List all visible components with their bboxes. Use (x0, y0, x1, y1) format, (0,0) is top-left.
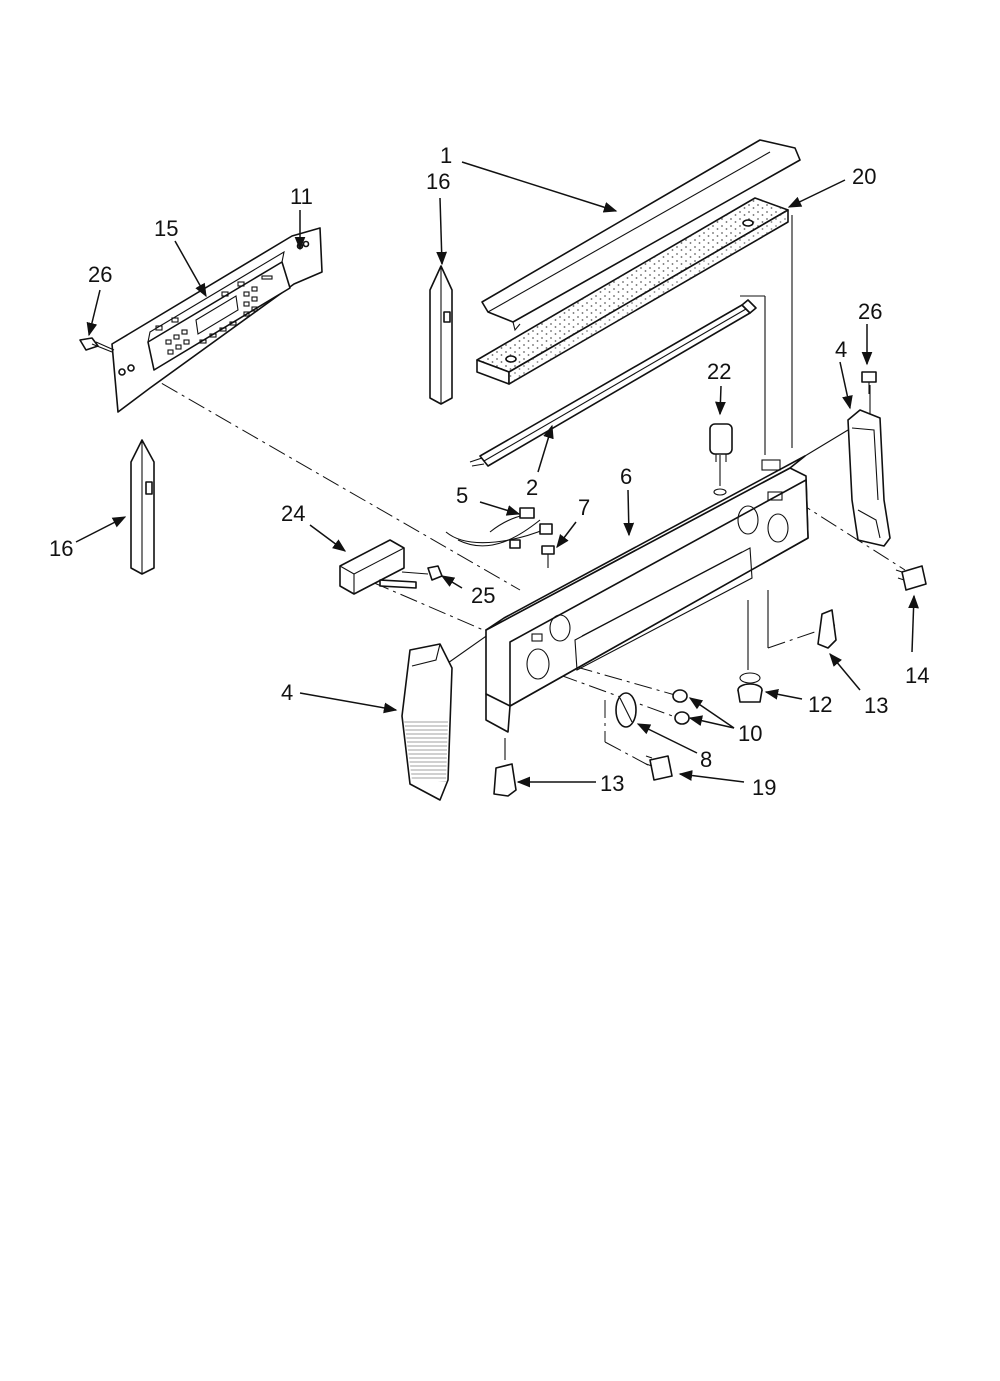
callout-4-right: 4 (835, 337, 847, 362)
wire-harness-part (445, 507, 553, 549)
knob-screw-part (401, 565, 443, 581)
callout-25: 25 (471, 583, 495, 608)
callout-15: 15 (154, 216, 178, 241)
callout-16-upper: 16 (426, 169, 450, 194)
callout-11: 11 (290, 184, 313, 209)
callout-13-left: 13 (600, 771, 624, 796)
side-strip-upper-part (429, 265, 453, 405)
part-callouts: 1 16 20 11 15 26 26 4 22 6 5 2 7 24 16 2… (49, 143, 929, 800)
callout-5: 5 (456, 483, 468, 508)
callout-13-right: 13 (864, 693, 888, 718)
callout-14: 14 (905, 663, 929, 688)
perforated-panel-part (476, 197, 789, 385)
callout-8: 8 (700, 747, 712, 772)
capsule-part (709, 423, 733, 462)
callout-19: 19 (752, 775, 776, 800)
end-cap-left-part (401, 643, 453, 801)
callout-4-left: 4 (281, 680, 293, 705)
grommet-part (672, 689, 690, 725)
lower-switch-part (645, 755, 673, 781)
knob-part (615, 692, 637, 728)
callout-26-left: 26 (88, 262, 112, 287)
alignment-lines (134, 215, 906, 766)
callout-16-left: 16 (49, 536, 73, 561)
console-body-part (485, 455, 809, 733)
callout-10: 10 (738, 721, 762, 746)
end-cap-right-part (847, 409, 891, 547)
callout-1: 1 (440, 143, 452, 168)
callout-24: 24 (281, 501, 305, 526)
callout-12: 12 (808, 692, 832, 717)
screw-right-part (861, 371, 877, 394)
clip-right-part (817, 609, 837, 649)
callout-22: 22 (707, 359, 731, 384)
screw-left-part (79, 337, 115, 353)
right-switch-part (895, 565, 927, 591)
callout-2: 2 (526, 475, 538, 500)
callout-26-right: 26 (858, 299, 882, 324)
callout-6: 6 (620, 464, 632, 489)
control-board-part (147, 250, 291, 371)
top-trim-part (481, 139, 801, 332)
mounting-screw-part (541, 545, 555, 568)
socket-part (737, 672, 763, 703)
clip-left-part (493, 763, 517, 797)
leader-arrows (75, 161, 919, 788)
callout-20: 20 (852, 164, 876, 189)
switch-block-part (339, 539, 417, 595)
callout-7: 7 (578, 495, 590, 520)
side-strip-left-part (130, 439, 155, 575)
